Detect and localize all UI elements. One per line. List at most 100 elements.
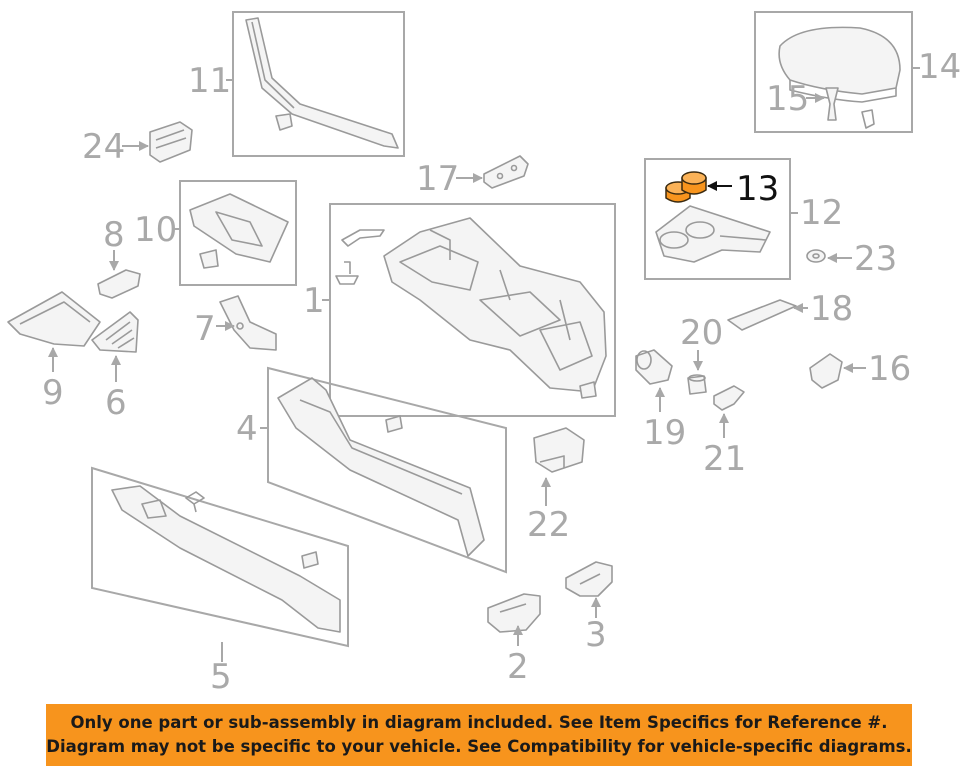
part-1-group: 1 bbox=[303, 203, 616, 417]
part-1-plug bbox=[579, 381, 597, 399]
part-22-detail bbox=[539, 455, 565, 468]
callout-1: 1 bbox=[303, 281, 325, 321]
part-24-switch bbox=[149, 121, 193, 163]
part-17-hole-a bbox=[496, 172, 504, 180]
callout-8: 8 bbox=[103, 215, 125, 255]
part-5-switch bbox=[141, 499, 167, 519]
part-4-panel bbox=[277, 377, 485, 557]
part-20-top bbox=[688, 374, 706, 382]
part-11-detail bbox=[251, 21, 295, 109]
part-4-clip bbox=[385, 415, 403, 433]
callout-12: 12 bbox=[800, 193, 843, 233]
part-20-bushing bbox=[687, 375, 707, 395]
part-11-clip bbox=[275, 113, 293, 131]
part-14-group: 14 bbox=[754, 11, 960, 133]
part-12-group: 12 bbox=[644, 158, 843, 280]
disclaimer-line-2: Diagram may not be specific to your vehi… bbox=[46, 737, 912, 756]
part-10-bezel bbox=[189, 193, 289, 263]
part-5-group: 5 bbox=[91, 466, 349, 697]
part-7-bracket bbox=[219, 295, 277, 351]
callout-16: 16 bbox=[868, 349, 911, 389]
part-17-group: 17 bbox=[416, 155, 529, 199]
part-3-detail bbox=[579, 573, 601, 585]
part-8-bracket bbox=[97, 269, 141, 299]
part-17-hole-b bbox=[510, 164, 518, 172]
part-1-detail bbox=[429, 229, 571, 341]
callout-2: 2 bbox=[507, 647, 529, 687]
part-19-socket bbox=[635, 349, 673, 385]
callout-14: 14 bbox=[918, 47, 960, 87]
part-8-group: 8 bbox=[97, 215, 141, 299]
part-16-group: 16 bbox=[809, 349, 911, 389]
part-9-detail bbox=[19, 301, 91, 325]
part-1-screw bbox=[335, 261, 359, 285]
callout-20: 20 bbox=[680, 313, 723, 353]
callout-7: 7 bbox=[194, 309, 216, 349]
callout-22: 22 bbox=[527, 505, 570, 545]
callout-17: 17 bbox=[416, 159, 459, 199]
callout-13: 13 bbox=[736, 169, 779, 209]
part-4-detail bbox=[299, 399, 463, 495]
part-7-hole bbox=[236, 322, 244, 330]
callout-19: 19 bbox=[643, 413, 686, 453]
part-6-slats bbox=[105, 321, 135, 349]
part-11-group: 11 bbox=[188, 11, 405, 157]
part-23-hole bbox=[812, 253, 820, 259]
part-6-grille bbox=[91, 311, 139, 353]
part-12-rail bbox=[719, 235, 767, 241]
callout-6: 6 bbox=[105, 383, 127, 423]
part-5-screw bbox=[185, 491, 205, 513]
part-24-group: 24 bbox=[82, 121, 193, 167]
callout-10: 10 bbox=[134, 210, 177, 250]
callout-9: 9 bbox=[42, 373, 64, 413]
part-4-box bbox=[267, 366, 507, 574]
part-17-bracket bbox=[483, 155, 529, 189]
part-10-opening bbox=[215, 211, 263, 247]
part-5-panel bbox=[111, 485, 341, 633]
part-14-box bbox=[754, 11, 913, 133]
part-5-clip bbox=[301, 551, 319, 569]
part-22-module bbox=[533, 427, 585, 473]
callout-4: 4 bbox=[236, 409, 258, 449]
part-6-group: 6 bbox=[91, 311, 139, 423]
part-13-group[interactable]: 13 bbox=[665, 169, 779, 209]
part-9-panel bbox=[7, 291, 101, 347]
part-9-group: 9 bbox=[7, 291, 101, 413]
part-14-latch bbox=[861, 109, 875, 129]
callout-11: 11 bbox=[188, 61, 231, 101]
part-14-armrest bbox=[778, 26, 901, 95]
part-1-console bbox=[383, 217, 607, 393]
callout-23: 23 bbox=[854, 239, 897, 279]
part-19-group: 19 bbox=[635, 349, 686, 453]
part-16-clip bbox=[809, 353, 843, 389]
part-11-strip bbox=[245, 17, 399, 149]
part-2-bracket bbox=[487, 593, 541, 633]
part-15-group: 15 bbox=[766, 79, 839, 121]
part-12-box bbox=[644, 158, 791, 280]
callout-5: 5 bbox=[210, 657, 232, 697]
part-2-detail bbox=[499, 603, 527, 613]
part-10-box bbox=[179, 180, 297, 286]
part-12-cup-b bbox=[685, 221, 715, 239]
disclaimer-banner: Only one part or sub-assembly in diagram… bbox=[46, 704, 912, 766]
part-1-box bbox=[329, 203, 616, 417]
part-10-clip bbox=[199, 249, 219, 269]
callout-15: 15 bbox=[766, 79, 809, 119]
part-3-group: 3 bbox=[565, 561, 613, 655]
part-5-box bbox=[91, 466, 349, 648]
callout-3: 3 bbox=[585, 615, 607, 655]
part-23-washer bbox=[806, 249, 826, 263]
part-12-cup-a bbox=[659, 231, 689, 249]
part-19-face bbox=[636, 350, 652, 370]
part-1-clip bbox=[341, 229, 385, 247]
part-18-strip bbox=[727, 299, 797, 331]
part-18-group: 18 bbox=[727, 289, 853, 331]
part-23-group: 23 bbox=[806, 239, 897, 279]
part-2-group: 2 bbox=[487, 593, 541, 687]
part-22-group: 22 bbox=[527, 427, 585, 545]
part-11-box bbox=[232, 11, 405, 157]
callout-21: 21 bbox=[703, 439, 746, 479]
part-4-group: 4 bbox=[236, 366, 507, 574]
part-13-insert-b-top[interactable] bbox=[681, 171, 707, 185]
